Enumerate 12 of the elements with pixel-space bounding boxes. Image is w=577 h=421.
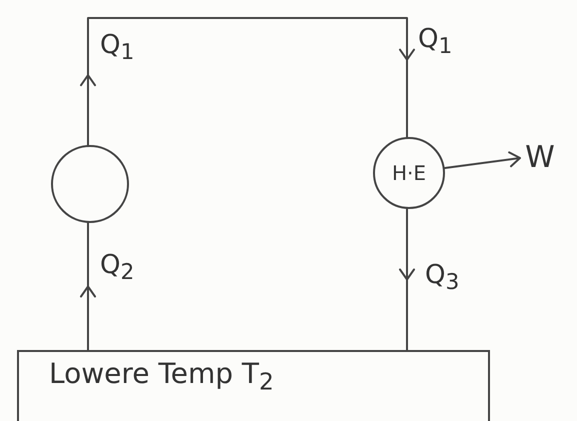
node-text: Lowere Temp T$_{2}$: [49, 360, 274, 394]
arrow: [444, 151, 521, 169]
arrow: [80, 222, 96, 351]
arrow: [80, 17, 415, 146]
node-text: H·E: [392, 163, 426, 183]
node-text: W: [525, 143, 555, 173]
heat-label: Q$_{1}$: [418, 26, 452, 58]
edge-label: Q$_{2}$: [100, 252, 134, 284]
edge-label: Q$_{3}$: [425, 262, 460, 294]
edge-label: Q$_{1}$: [100, 32, 134, 64]
reservoir-box: [17, 350, 490, 421]
arrow: [399, 208, 415, 351]
